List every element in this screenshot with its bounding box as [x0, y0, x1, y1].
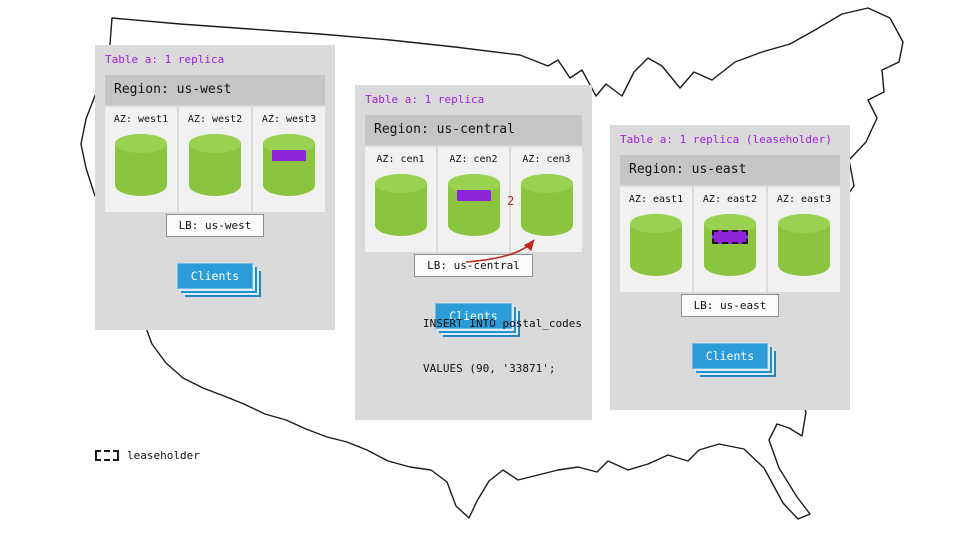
az-column: AZ: cen2 — [438, 147, 509, 252]
clients-button: Clients — [435, 303, 512, 329]
region-title: Region: us-central — [365, 115, 582, 145]
clients-row: Clients — [95, 263, 335, 289]
lb-row: LB: us-west — [95, 214, 335, 237]
load-balancer-label: LB: us-central — [414, 254, 533, 277]
database-cylinder — [189, 134, 241, 196]
leaseholder-swatch-icon — [95, 450, 119, 461]
load-balancer-label: LB: us-west — [165, 214, 265, 237]
az-column: AZ: west3 — [253, 107, 325, 212]
legend-label: leaseholder — [127, 449, 200, 462]
table-replica-label: Table a: 1 replica — [365, 93, 485, 106]
region-panel-us-east: Table a: 1 replica (leaseholder) Region:… — [610, 125, 850, 410]
region-panel-us-central: Table a: 1 replica Region: us-central AZ… — [355, 85, 592, 420]
sql-line: INSERT INTO postal_codes — [423, 317, 582, 330]
clients-button: Clients — [176, 263, 254, 289]
region-panel-us-west: Table a: 1 replica Region: us-west AZ: w… — [95, 45, 335, 330]
az-column: AZ: east3 — [768, 187, 840, 292]
clients-row: Clients — [610, 343, 850, 369]
az-label: AZ: west3 — [261, 114, 317, 125]
table-replica-label: Table a: 1 replica (leaseholder) — [620, 133, 832, 146]
az-label: AZ: cen1 — [376, 154, 425, 165]
sql-annotation: INSERT INTO postal_codes VALUES (90, '33… — [423, 286, 582, 406]
az-label: AZ: cen2 — [449, 154, 498, 165]
database-cylinder — [630, 214, 682, 276]
region-title: Region: us-west — [105, 75, 325, 105]
az-row: AZ: east1 AZ: east2 AZ: east3 — [620, 187, 840, 292]
load-balancer-label: LB: us-east — [680, 294, 780, 317]
table-replica-label: Table a: 1 replica — [105, 53, 225, 66]
az-label: AZ: cen3 — [522, 154, 571, 165]
az-column: AZ: west1 — [105, 107, 177, 212]
az-row: AZ: west1 AZ: west2 AZ: west3 — [105, 107, 325, 212]
database-cylinder — [374, 174, 427, 236]
clients-row: Clients — [355, 303, 592, 329]
region-title: Region: us-east — [620, 155, 840, 185]
leaseholder-chip — [712, 230, 748, 244]
az-label: AZ: east3 — [776, 194, 832, 205]
az-column: AZ: cen3 — [511, 147, 582, 252]
az-column: AZ: east2 — [694, 187, 766, 292]
lb-row: LB: us-central — [355, 254, 592, 277]
database-cylinder — [778, 214, 830, 276]
az-label: AZ: west2 — [187, 114, 243, 125]
az-label: AZ: east1 — [628, 194, 684, 205]
step-2-label: 2 — [507, 194, 515, 208]
lb-row: LB: us-east — [610, 294, 850, 317]
clients-button: Clients — [691, 343, 769, 369]
legend: leaseholder — [95, 449, 200, 462]
replica-chip — [272, 150, 306, 161]
az-label: AZ: west1 — [113, 114, 169, 125]
az-column: AZ: cen1 — [365, 147, 436, 252]
replica-chip — [456, 190, 491, 201]
database-cylinder — [115, 134, 167, 196]
database-cylinder — [447, 174, 500, 236]
database-cylinder — [263, 134, 315, 196]
database-cylinder — [704, 214, 756, 276]
az-column: AZ: west2 — [179, 107, 251, 212]
az-label: AZ: east2 — [702, 194, 758, 205]
az-row: AZ: cen1 AZ: cen2 AZ: cen3 — [365, 147, 582, 252]
database-cylinder — [520, 174, 573, 236]
az-column: AZ: east1 — [620, 187, 692, 292]
sql-line: VALUES (90, '33871'; — [423, 362, 556, 375]
